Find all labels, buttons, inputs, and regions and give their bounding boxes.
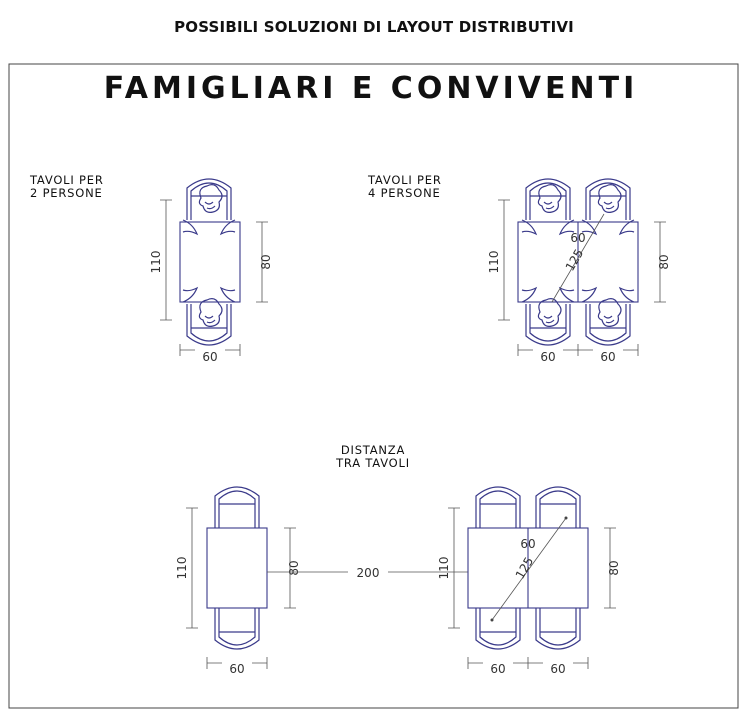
dim-seat-right-inner: 60 (520, 537, 535, 551)
dim-table-gap: 200 (357, 566, 380, 580)
dim-seat-4p-inner: 60 (570, 231, 585, 245)
dim-length-4p: 110 (487, 251, 501, 274)
dim-length-right: 110 (437, 557, 451, 580)
table-distance-right (467, 486, 589, 650)
label-four-people-line2: 4 PERSONE (368, 186, 441, 200)
dim-seat-2p: 60 (202, 350, 217, 364)
dim-width-4p: 80 (657, 254, 671, 269)
dim-seat-4p-right: 60 (600, 350, 615, 364)
dim-diagonal-right: 125 (513, 555, 537, 582)
label-four-people-line1: TAVOLI PER (367, 173, 442, 187)
label-two-people-line2: 2 PERSONE (30, 186, 103, 200)
dim-seat-right-right: 60 (550, 662, 565, 676)
dim-length-left: 110 (175, 557, 189, 580)
table-two-people (179, 178, 241, 346)
label-distance-line1: DISTANZA (341, 443, 405, 457)
section-title: FAMIGLIARI E CONVIVENTI (104, 71, 639, 106)
page-title: POSSIBILI SOLUZIONI DI LAYOUT DISTRIBUTI… (174, 18, 574, 36)
dim-seat-4p-left: 60 (540, 350, 555, 364)
table-four-people (517, 178, 639, 346)
drawing-frame (8, 63, 739, 709)
dim-seat-right-left: 60 (490, 662, 505, 676)
label-two-people-line1: TAVOLI PER (29, 173, 104, 187)
dim-length-2p: 110 (149, 251, 163, 274)
label-distance-line2: TRA TAVOLI (335, 456, 410, 470)
dim-seat-left: 60 (229, 662, 244, 676)
table-distance-left (206, 486, 268, 650)
dim-width-2p: 80 (259, 254, 273, 269)
dim-width-left: 80 (287, 560, 301, 575)
dim-width-right: 80 (607, 560, 621, 575)
